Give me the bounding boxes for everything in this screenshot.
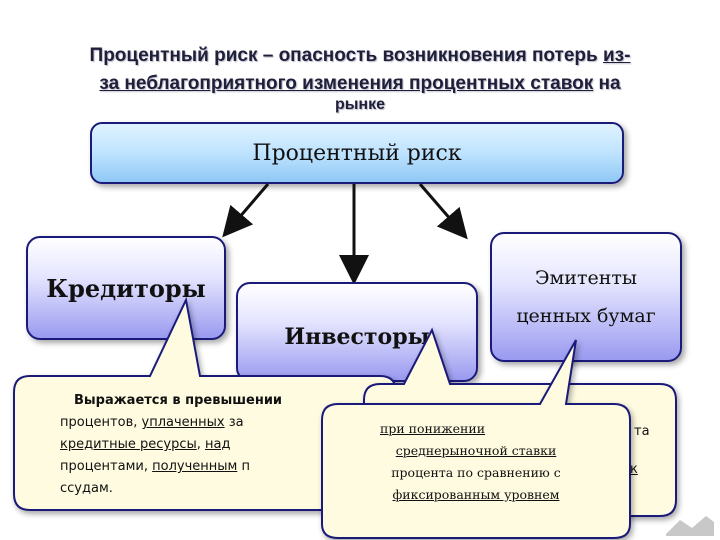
creditors-callout-line-3: кредитные ресурсы, над [60, 437, 231, 452]
page-title: Процентный риск – опасность возникновени… [40, 42, 680, 113]
title-line-1: Процентный риск – опасность возникновени… [89, 45, 631, 66]
investors-callout-fragment-1: та [634, 424, 650, 439]
arrow-to-issuers [418, 183, 468, 240]
issuers-callout-line-4: фиксированным уровнем [392, 487, 560, 502]
investors-callout-fragment-2: к [630, 462, 638, 477]
watermark-logo [666, 516, 714, 536]
creditors-label: Кредиторы [46, 273, 206, 303]
creditors-node: Кредиторы [26, 236, 226, 340]
issuers-label-line-1: Эмитенты [534, 267, 638, 289]
title-line-2: за неблагоприятного изменения процентных… [99, 73, 621, 94]
issuers-callout-line-1: при понижении [380, 421, 486, 436]
creditors-callout-line-5: ссудам. [60, 481, 113, 496]
issuers-callout-shape [321, 339, 631, 539]
title-line-3: рынке [334, 96, 385, 113]
issuers-callout-text: при понижении среднерыночной ставки проц… [336, 418, 616, 506]
investors-label: Инвесторы [284, 324, 430, 350]
issuers-label-line-2: ценных бумаг [516, 305, 656, 327]
creditors-callout-line-1: Выражается в превышении [74, 393, 283, 408]
root-node: Процентный риск [90, 122, 624, 184]
creditors-callout-line-4: процентами, полученным п [60, 459, 250, 474]
arrow-to-creditors [222, 183, 270, 238]
creditors-callout-text: Выражается в превышении процентов, уплач… [60, 390, 350, 500]
issuers-callout-line-3: процента по сравнению с [391, 465, 561, 480]
issuers-callout-line-2: среднерыночной ставки [395, 443, 557, 458]
issuers-node: Эмитенты ценных бумаг [490, 232, 682, 362]
root-label: Процентный риск [252, 140, 462, 166]
creditors-callout-line-2: процентов, уплаченных за [60, 415, 244, 430]
